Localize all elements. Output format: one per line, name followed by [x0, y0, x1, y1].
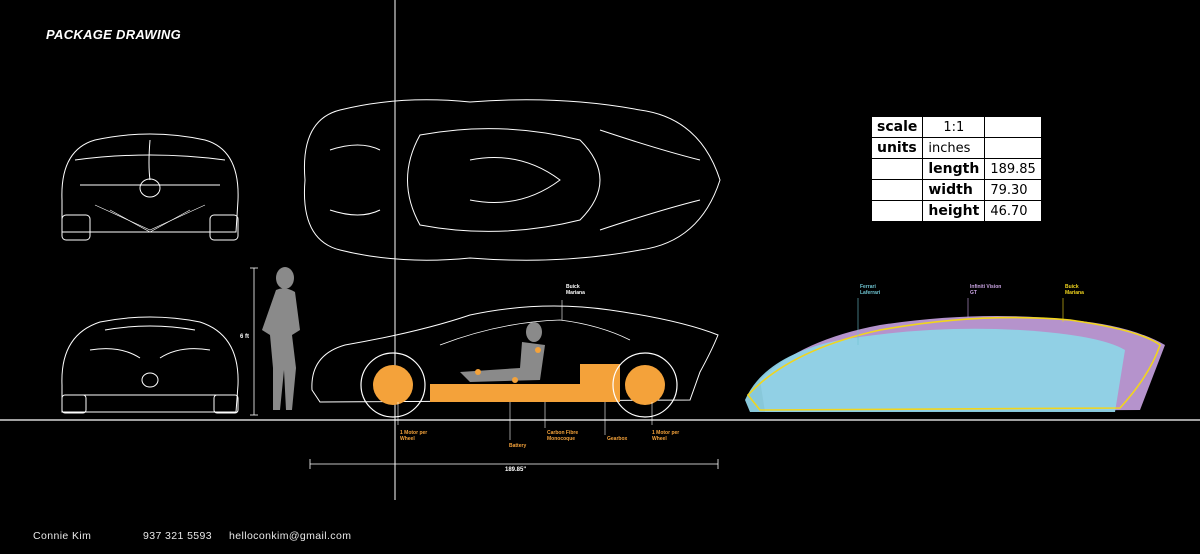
spec-value: 46.70 — [984, 200, 1042, 222]
front-view-drawing — [61, 316, 239, 414]
footer-email: helloconkim@gmail.com — [229, 530, 352, 542]
label-ferrari: Ferrari Laferrari — [860, 284, 881, 296]
spec-key: height — [922, 200, 986, 222]
side-view-drawing — [311, 305, 719, 418]
callout-motor-rear: 1 Motor per Wheel — [652, 430, 680, 442]
spec-row-length: length 189.85 — [870, 158, 1042, 180]
callout-gearbox: Gearbox — [607, 436, 628, 442]
buick-profile — [746, 316, 1161, 411]
callout-carbon-monocoque: Carbon Fibre Monocoque — [547, 430, 579, 442]
spec-key: length — [922, 158, 986, 180]
footer-phone: 937 321 5593 — [143, 530, 213, 542]
spec-row-width: width 79.30 — [870, 179, 1042, 201]
spec-row-scale: scale 1:1 — [870, 116, 1042, 138]
callout-motor-front: 1 Motor per Wheel — [400, 430, 428, 442]
top-view-drawing — [303, 99, 721, 261]
spec-row-height: height 46.70 — [870, 200, 1042, 222]
comparison-overlay — [745, 298, 1165, 412]
page-title: PACKAGE DRAWING — [46, 27, 181, 42]
length-dimension — [309, 459, 719, 469]
spec-value: 1:1 — [922, 116, 986, 138]
callout-battery: Battery — [509, 443, 527, 449]
side-view-callout-lines — [397, 300, 653, 440]
spec-key: scale — [870, 116, 924, 138]
label-infiniti: Infiniti Vision GT — [970, 284, 1002, 296]
spec-value: inches — [922, 137, 986, 159]
human-height-label: 6 ft — [240, 334, 249, 340]
spec-table: scale 1:1 units inches length 189.85 wid… — [870, 116, 1042, 222]
ferrari-profile — [745, 328, 1125, 412]
callout-buick-mariana: Buick Mariana — [566, 284, 585, 296]
length-dimension-label: 189.85" — [505, 467, 527, 473]
spec-value: 189.85 — [984, 158, 1042, 180]
spec-key: units — [870, 137, 924, 159]
spec-value: 79.30 — [984, 179, 1042, 201]
footer-name: Connie Kim — [33, 530, 92, 542]
human-silhouette — [262, 267, 300, 410]
spec-key: width — [922, 179, 986, 201]
rear-view-drawing — [61, 133, 239, 241]
label-buick: Buick Mariana — [1065, 284, 1084, 296]
spec-row-units: units inches — [870, 137, 1042, 159]
height-dimension — [250, 267, 258, 416]
